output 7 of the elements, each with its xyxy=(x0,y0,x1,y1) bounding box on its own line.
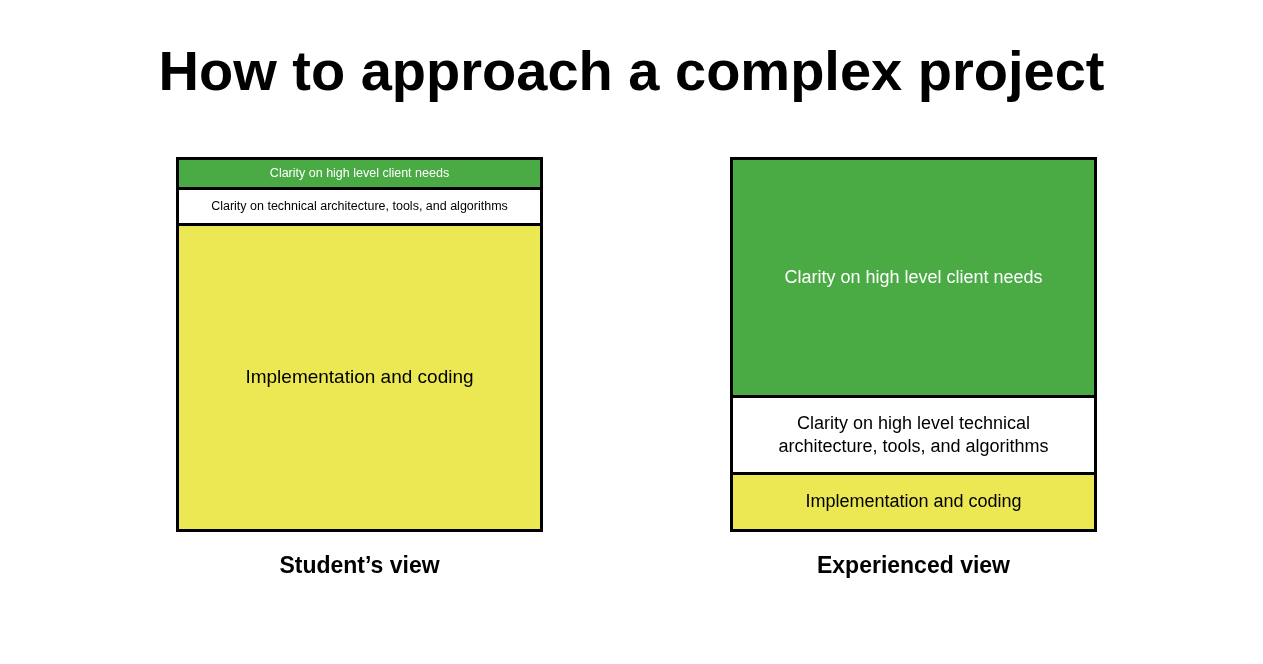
client-needs-band: Clarity on high level client needs xyxy=(179,160,540,187)
client-needs-band: Clarity on high level client needs xyxy=(733,160,1094,395)
view-caption: Student’s view xyxy=(279,552,440,579)
view-caption: Experienced view xyxy=(816,552,1010,579)
implementation-band: Implementation and coding xyxy=(733,472,1094,529)
implementation-band: Implementation and coding xyxy=(179,223,540,529)
title: How to approach a complex project xyxy=(158,38,1105,103)
